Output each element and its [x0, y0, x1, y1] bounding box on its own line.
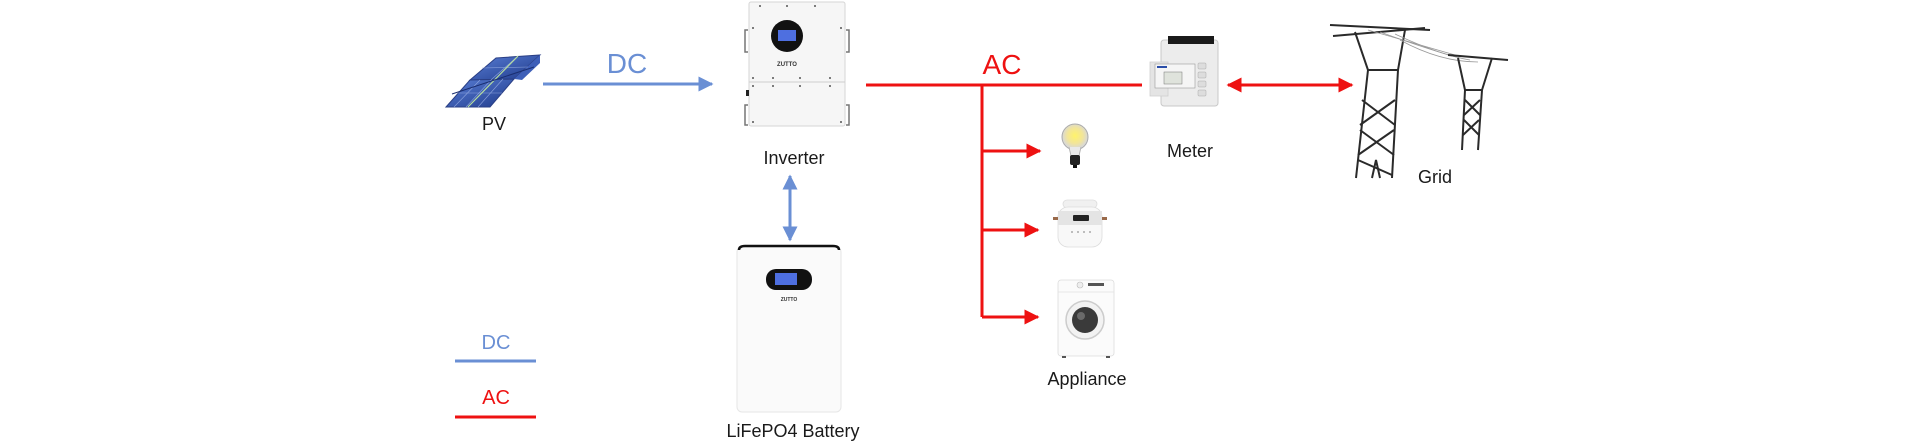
battery-label: LiFePO4 Battery: [726, 421, 860, 441]
power-tower-icon: [1329, 24, 1509, 179]
washing-machine-icon: [1057, 279, 1115, 358]
appliance-label: Appliance: [1047, 369, 1127, 389]
meter-label: Meter: [1166, 141, 1214, 161]
legend-dc-label: DC: [481, 332, 511, 354]
battery-brand: ZUTTO: [781, 297, 798, 303]
dc-flow-label: DC: [606, 48, 648, 79]
pv-label: PV: [481, 114, 507, 134]
inverter-brand: ZUTTO: [777, 62, 797, 68]
meter-icon: [1149, 36, 1219, 107]
battery-icon: ZUTTO: [736, 244, 842, 413]
light-bulb-icon: [1061, 123, 1089, 168]
ac-flow-label: AC: [982, 49, 1022, 80]
solar-panel-icon: [444, 54, 542, 108]
inverter-label: Inverter: [763, 148, 825, 168]
inverter-icon: ZUTTO: [744, 1, 850, 127]
rice-cooker-icon: [1053, 199, 1107, 248]
legend-ac-label: AC: [482, 387, 510, 409]
grid-label: Grid: [1417, 167, 1453, 187]
